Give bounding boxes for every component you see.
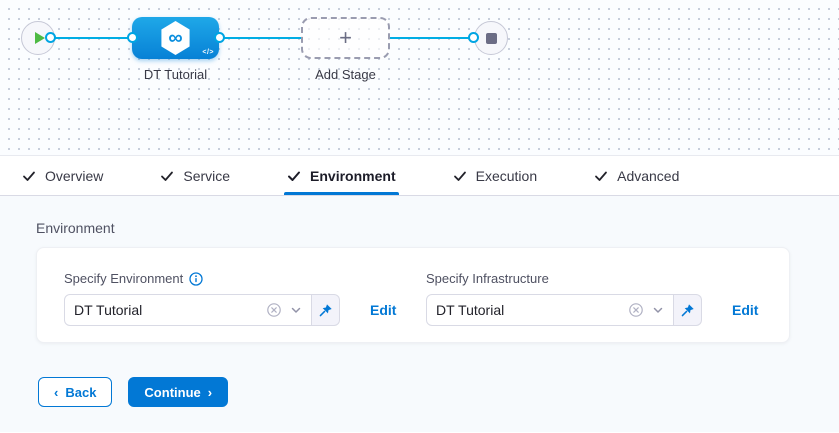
section-title: Environment: [36, 220, 115, 236]
pipeline-end-node[interactable]: [474, 21, 508, 55]
tab-environment[interactable]: Environment: [284, 156, 399, 195]
connector-line: [390, 37, 473, 39]
stage-node-label: DT Tutorial: [143, 67, 208, 82]
environment-field-label: Specify Environment: [64, 271, 426, 286]
infrastructure-edit-link[interactable]: Edit: [732, 302, 759, 318]
tab-service[interactable]: Service: [160, 156, 230, 195]
environment-edit-link[interactable]: Edit: [370, 302, 397, 318]
stop-icon: [485, 32, 497, 44]
pin-button[interactable]: [312, 294, 340, 326]
infrastructure-field-row: Edit: [426, 294, 788, 326]
add-stage-label: Add Stage: [315, 67, 376, 82]
code-icon: </>: [202, 49, 214, 56]
info-icon[interactable]: [189, 271, 203, 286]
check-icon: [595, 171, 608, 181]
back-button-label: Back: [65, 384, 97, 400]
tab-label: Overview: [45, 167, 104, 184]
check-icon: [453, 171, 466, 181]
check-icon: [161, 171, 174, 181]
infrastructure-select-value[interactable]: [436, 302, 628, 318]
clear-icon[interactable]: [266, 302, 282, 318]
environment-select[interactable]: [64, 294, 312, 326]
connector-port: [468, 32, 479, 43]
chevron-down-icon[interactable]: [652, 304, 664, 316]
tab-advanced[interactable]: Advanced: [594, 156, 679, 195]
stage-node-dt-tutorial[interactable]: ∞ </>: [132, 17, 219, 59]
check-icon: [23, 171, 35, 181]
pin-button[interactable]: [674, 294, 702, 326]
continue-button-label: Continue: [144, 384, 201, 400]
chevron-down-icon[interactable]: [290, 304, 302, 316]
environment-field-group: Specify Environment: [64, 271, 426, 342]
check-icon: [288, 171, 301, 181]
environment-field-row: Edit: [64, 294, 426, 326]
infrastructure-field-label: Specify Infrastructure: [426, 271, 788, 286]
clear-icon[interactable]: [628, 302, 644, 318]
continue-button[interactable]: Continue ›: [128, 377, 229, 407]
connector-port: [127, 32, 138, 43]
connector-port: [214, 32, 225, 43]
connector-port: [45, 32, 56, 43]
environment-tab-panel: Environment Specify Environment: [0, 196, 839, 432]
add-stage-button[interactable]: +: [301, 17, 390, 59]
connector-line: [50, 37, 133, 39]
back-button[interactable]: ‹ Back: [38, 377, 113, 407]
connector-line: [219, 37, 301, 39]
plus-icon: +: [339, 25, 352, 50]
infrastructure-select[interactable]: [426, 294, 674, 326]
field-label-text: Specify Environment: [64, 271, 184, 286]
pipeline-canvas: ∞ </> DT Tutorial + Add Stage: [0, 0, 839, 156]
deploy-hexagon-icon: ∞: [161, 21, 190, 55]
chevron-right-icon: ›: [207, 384, 213, 400]
infinity-icon: ∞: [168, 27, 183, 49]
tab-label: Advanced: [617, 167, 680, 184]
infrastructure-field-group: Specify Infrastructure: [426, 271, 788, 342]
stage-config-tabbar: Overview Service Environment Execution A…: [0, 156, 839, 196]
field-label-text: Specify Infrastructure: [426, 271, 549, 286]
environment-card: Specify Environment: [36, 247, 790, 343]
footer-actions: ‹ Back Continue ›: [38, 377, 839, 407]
pin-icon: [319, 303, 332, 316]
tab-label: Service: [183, 167, 231, 184]
tab-label: Execution: [475, 167, 538, 184]
tab-overview[interactable]: Overview: [22, 156, 103, 195]
tab-execution[interactable]: Execution: [453, 156, 537, 195]
chevron-left-icon: ‹: [54, 384, 59, 400]
tab-label: Environment: [310, 167, 396, 184]
pin-icon: [681, 303, 694, 316]
environment-select-value[interactable]: [74, 302, 266, 318]
play-icon: [34, 32, 45, 44]
